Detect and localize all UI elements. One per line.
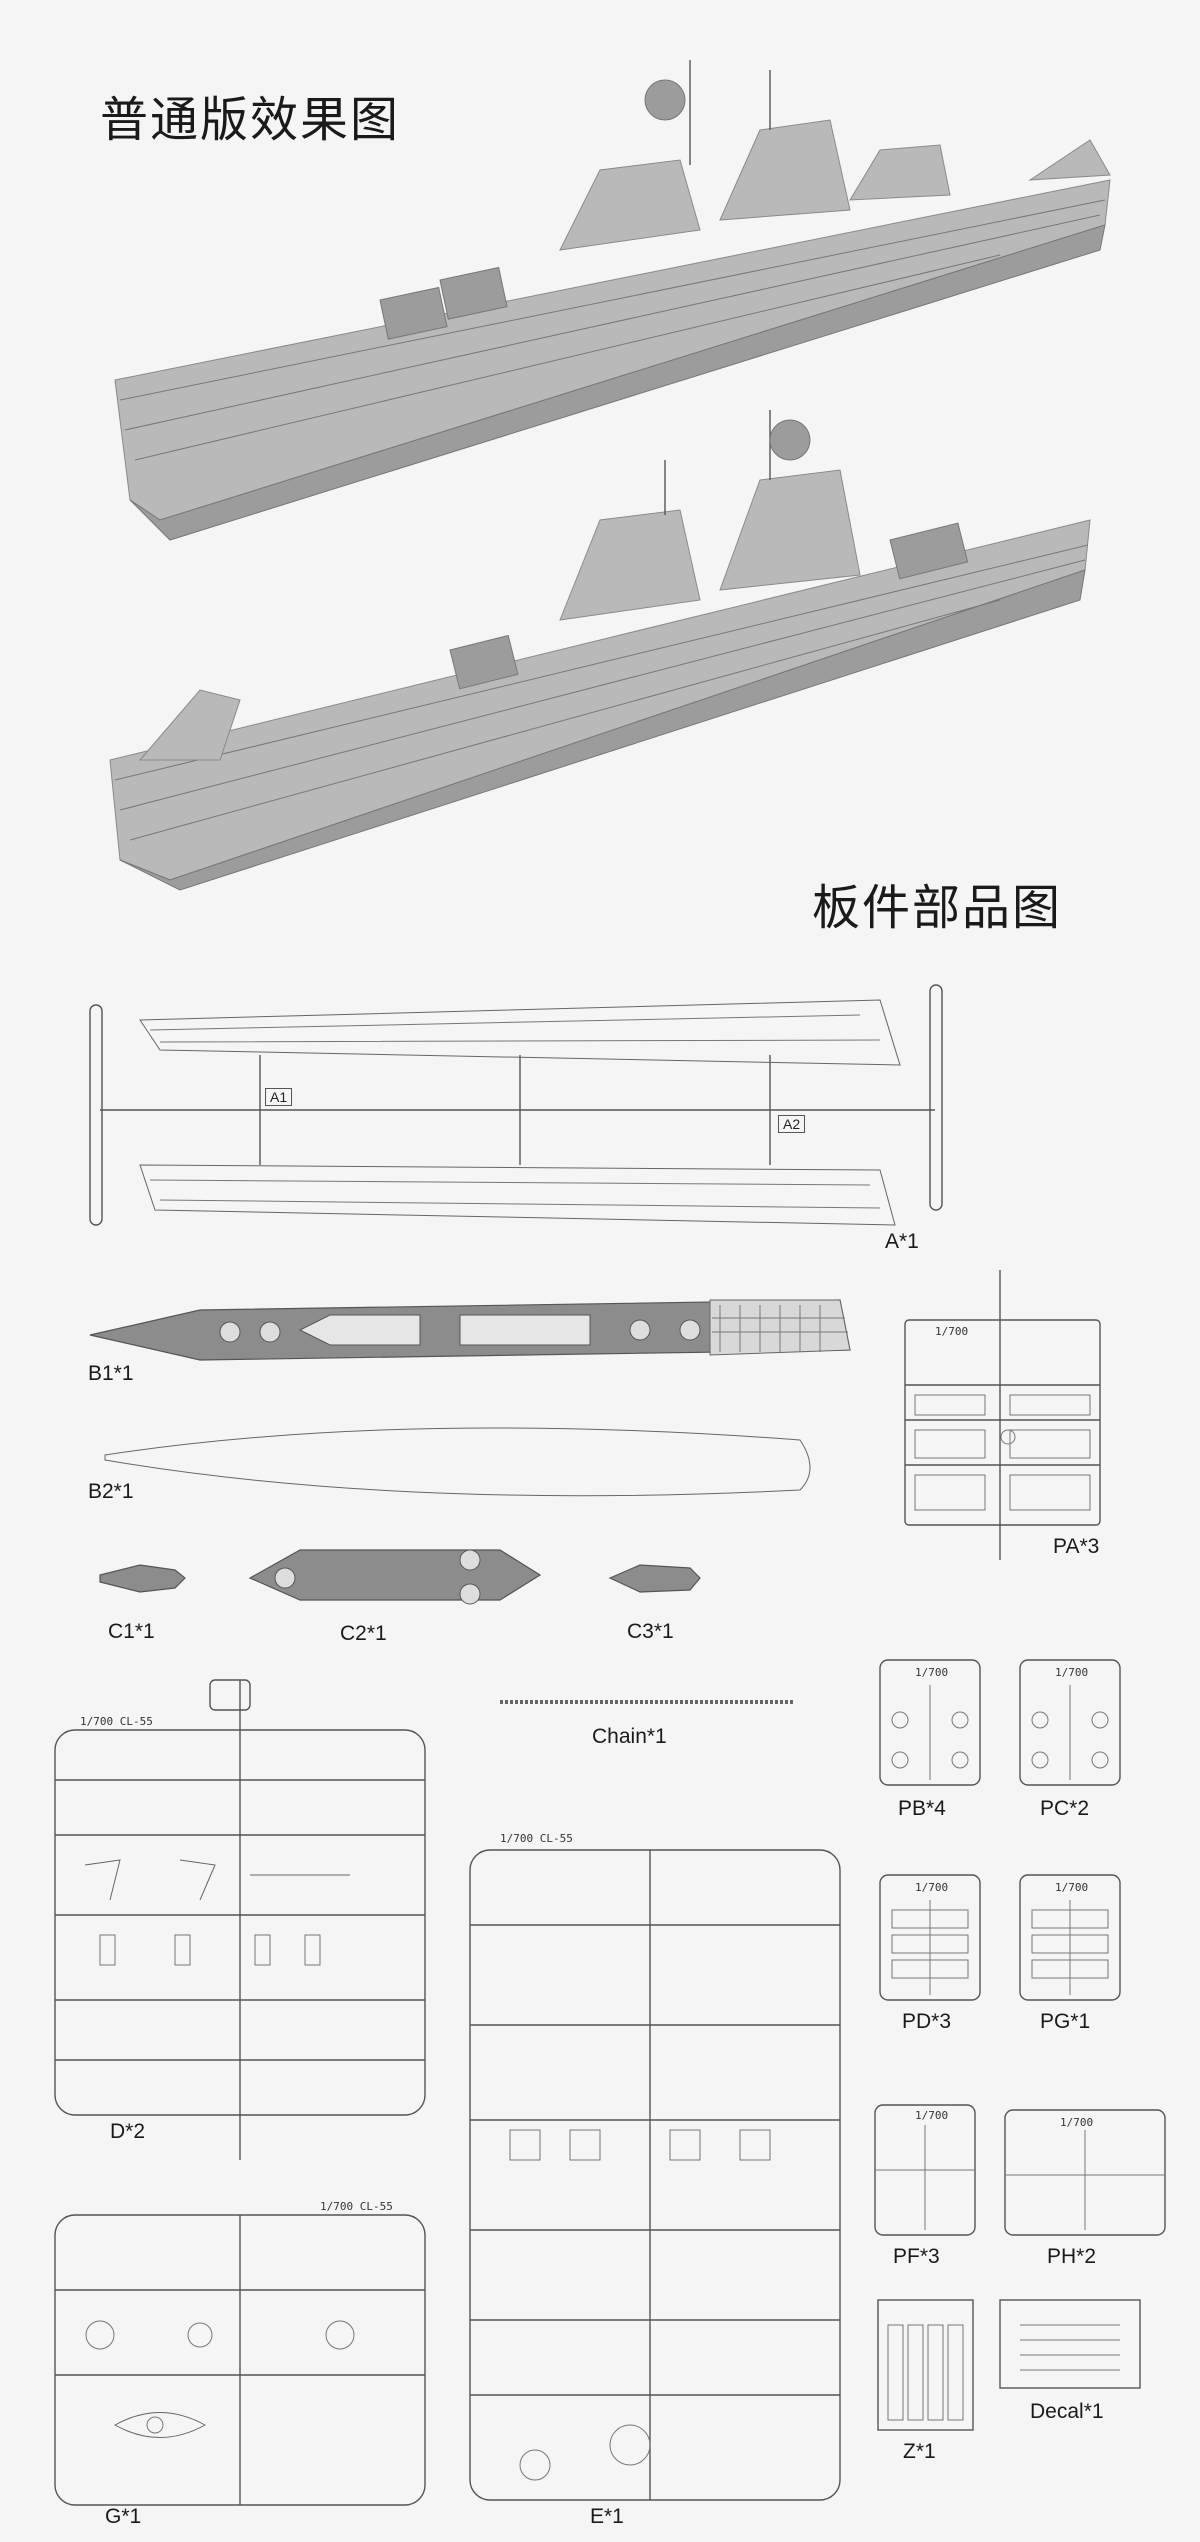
d-tag: 1/700 CL-55 (80, 1715, 153, 1728)
sprue-a2-tag: A2 (778, 1115, 806, 1133)
label-c1: C1*1 (108, 1620, 155, 1643)
label-ph: PH*2 (1047, 2245, 1097, 2268)
parts-title: 板件部品图 (812, 880, 1063, 936)
label-c2: C2*1 (340, 1622, 387, 1645)
ship-render-top (114, 60, 1111, 541)
label-b2: B2*1 (88, 1480, 134, 1503)
svg-text:1/700: 1/700 (915, 1666, 948, 1679)
svg-text:1/700: 1/700 (1055, 1666, 1088, 1679)
render-title: 普通版效果图 (100, 92, 401, 148)
label-pc: PC*2 (1040, 1797, 1090, 1820)
svg-text:1/700: 1/700 (1055, 1881, 1088, 1894)
label-pa: PA*3 (1053, 1535, 1100, 1558)
label-decal: Decal*1 (1030, 2400, 1104, 2423)
svg-text:1/700: 1/700 (1060, 2116, 1093, 2129)
label-d: D*2 (110, 2120, 146, 2143)
label-pg: PG*1 (1040, 2010, 1091, 2033)
pa-tag: 1/700 (935, 1325, 968, 1338)
label-e: E*1 (590, 2505, 624, 2528)
label-b1: B1*1 (88, 1362, 134, 1385)
g-tag: 1/700 CL-55 (320, 2200, 393, 2213)
label-c3: C3*1 (627, 1620, 674, 1643)
label-z: Z*1 (903, 2440, 936, 2463)
label-pf: PF*3 (893, 2245, 940, 2268)
label-chain: Chain*1 (592, 1725, 667, 1748)
sprue-a1-tag: A1 (265, 1088, 293, 1106)
label-pd: PD*3 (902, 2010, 952, 2033)
label-pb: PB*4 (898, 1797, 946, 1820)
ship-render-bottom (109, 410, 1091, 891)
e-tag: 1/700 CL-55 (500, 1832, 573, 1845)
label-g: G*1 (105, 2505, 142, 2528)
svg-text:1/700: 1/700 (915, 2109, 948, 2122)
svg-text:1/700: 1/700 (915, 1881, 948, 1894)
label-a: A*1 (885, 1230, 919, 1253)
